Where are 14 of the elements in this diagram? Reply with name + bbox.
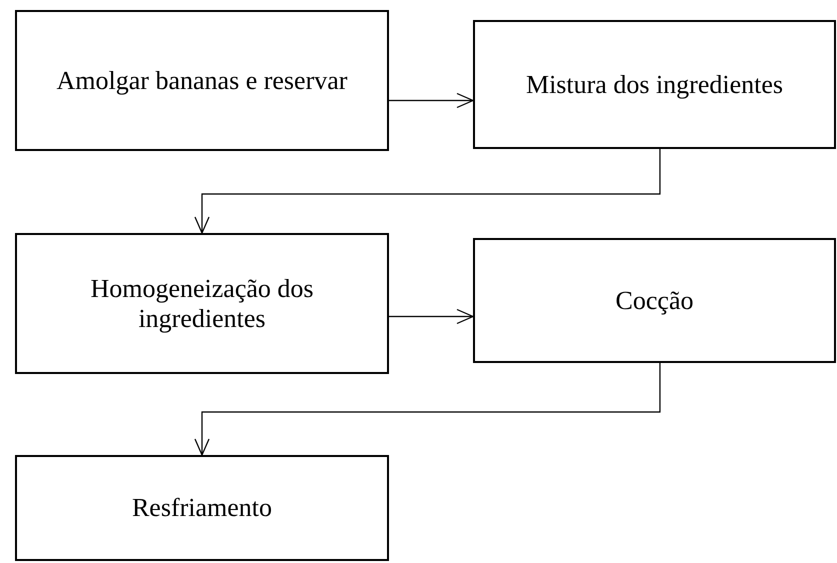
step-text: Amolgar bananas e reservar	[56, 66, 348, 96]
arrow	[389, 308, 474, 324]
process-box	[15, 455, 389, 561]
step-text: Mistura dos ingredientes	[524, 70, 784, 100]
arrow	[389, 92, 474, 108]
process-box	[473, 20, 836, 149]
process-box	[15, 233, 389, 374]
step-text: Resfriamento	[130, 493, 274, 523]
step-text: Cocção	[614, 286, 694, 316]
arrow	[194, 149, 661, 234]
step-text: Homogeneização dos ingredientes	[89, 274, 315, 334]
arrow	[194, 363, 661, 456]
process-box	[473, 238, 836, 363]
process-box	[15, 10, 389, 151]
